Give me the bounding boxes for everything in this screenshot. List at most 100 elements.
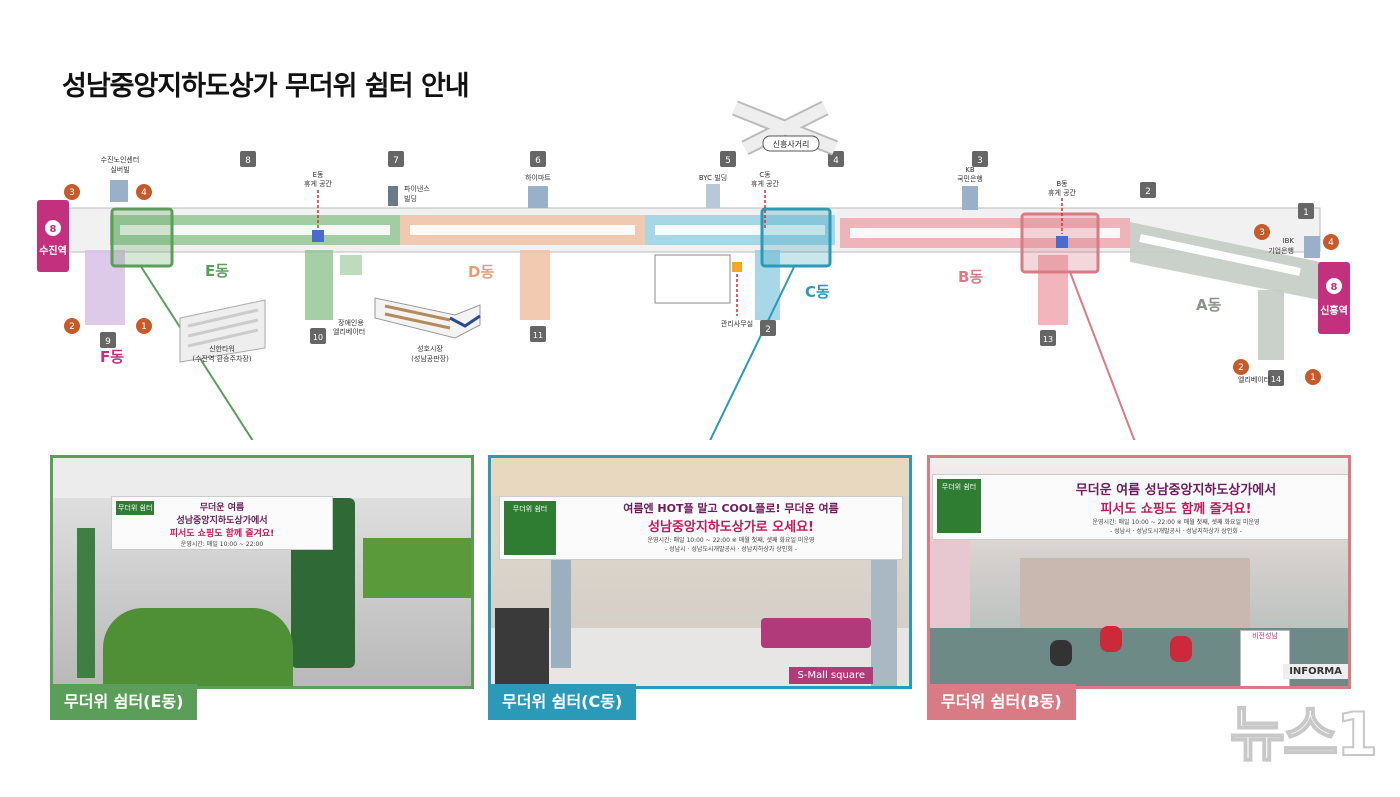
entrance-1-right: 1 xyxy=(1305,369,1321,385)
shelter-banner-e: 무더위 쉼터 무더운 여름 성남중앙지하도상가에서 피서도 쇼핑도 함께 즐겨요… xyxy=(111,496,333,550)
rest-marker-b: B동 휴게 공간 xyxy=(1048,180,1077,248)
svg-text:8: 8 xyxy=(245,156,251,166)
cooling-center-mark: 무더위 쉼터 xyxy=(116,501,155,515)
landmark-crossroad: 신흥사거리 xyxy=(732,100,838,156)
svg-text:4: 4 xyxy=(833,156,839,166)
banner-e-line1: 무더운 여름 xyxy=(199,503,245,513)
elevator-marker-e: 장애인용 엘리베이터 xyxy=(333,318,365,336)
zone-c-shops[interactable] xyxy=(645,215,835,320)
exit-1: 1 xyxy=(1298,203,1314,219)
landmark-sinhan-tower: 신한타워 (수진역 환승주차장) xyxy=(179,299,266,363)
zone-label-a: A동 xyxy=(1196,296,1222,314)
svg-text:관리사무실: 관리사무실 xyxy=(721,319,753,328)
highlight-shelter-c xyxy=(760,207,832,268)
zone-d-shops[interactable] xyxy=(400,215,645,320)
svg-text:4: 4 xyxy=(141,188,147,198)
entrance-markers: 3 4 2 1 3 4 2 1 xyxy=(64,184,1339,385)
zone-label-e: E동 xyxy=(205,262,229,280)
svg-text:6: 6 xyxy=(535,156,541,166)
svg-text:(성남공판장): (성남공판장) xyxy=(411,354,449,363)
svg-text:KB: KB xyxy=(965,166,975,174)
shop-front xyxy=(1020,558,1250,628)
small-square-sign: S-Mall square xyxy=(789,667,873,684)
station-sujin-line: 8 xyxy=(50,224,57,235)
svg-text:실버빌: 실버빌 xyxy=(110,165,129,174)
pillar-left xyxy=(551,558,571,668)
banner-c-line1: 여름엔 HOT플 말고 COOL플로! 무더운 여름 xyxy=(623,502,839,515)
svg-text:3: 3 xyxy=(977,156,983,166)
landmark-kb: KB 국민은행 xyxy=(957,166,983,210)
banner-e-hours: 운영시간: 매일 10:00 ~ 22:00 xyxy=(180,541,264,548)
svg-text:E동: E동 xyxy=(313,171,324,179)
station-sinheung-name: 신흥역 xyxy=(1320,304,1348,317)
stool-1 xyxy=(1100,626,1122,652)
svg-text:휴게 공간: 휴게 공간 xyxy=(751,179,780,188)
svg-text:하이마트: 하이마트 xyxy=(525,173,551,182)
svg-text:7: 7 xyxy=(393,156,399,166)
svg-text:13: 13 xyxy=(1043,335,1053,344)
exit-7: 7 xyxy=(388,151,404,167)
stool-2 xyxy=(1170,636,1192,662)
info-kiosk: 비전성남 xyxy=(1240,630,1290,686)
shelter-photo-b[interactable]: 무더위 쉼터 무더운 여름 성남중앙지하도상가에서 피서도 쇼핑도 함께 즐겨요… xyxy=(927,455,1351,689)
news1-watermark: 뉴스1 xyxy=(1229,699,1379,771)
shelter-photo-c[interactable]: 무더위 쉼터 여름엔 HOT플 말고 COOL플로! 무더운 여름 성남중앙지하… xyxy=(488,455,912,689)
shelter-banner-c: 무더위 쉼터 여름엔 HOT플 말고 COOL플로! 무더운 여름 성남중앙지하… xyxy=(499,496,903,560)
svg-text:국민은행: 국민은행 xyxy=(957,174,983,183)
zone-f-shops[interactable] xyxy=(85,250,125,325)
svg-text:2: 2 xyxy=(1145,187,1151,197)
svg-text:11: 11 xyxy=(533,331,543,340)
svg-text:10: 10 xyxy=(313,333,323,342)
svg-text:3: 3 xyxy=(1259,228,1265,238)
landmark-sujin-center: 수진노인센터 실버빌 xyxy=(101,155,139,202)
shelter-caption-b: 무더위 쉼터(B동) xyxy=(927,684,1076,720)
svg-text:14: 14 xyxy=(1271,375,1281,384)
zone-label-d: D동 xyxy=(468,263,494,281)
admin-office-marker: 관리사무실 xyxy=(721,262,753,328)
information-sign: INFORMA xyxy=(1283,664,1348,679)
svg-text:C동: C동 xyxy=(759,171,771,179)
landmark-byc: BYC 빌딩 xyxy=(699,173,727,208)
zone-b-shops[interactable] xyxy=(840,218,1130,325)
svg-text:성호시장: 성호시장 xyxy=(417,344,443,353)
svg-text:4: 4 xyxy=(1328,238,1334,248)
ceiling-lights xyxy=(53,458,471,498)
svg-text:엘리베이터: 엘리베이터 xyxy=(333,327,365,336)
exit-9: 9 xyxy=(100,332,116,348)
svg-text:5: 5 xyxy=(725,156,731,166)
banner-b-line2: 피서도 쇼핑도 함께 즐겨요! xyxy=(1100,502,1252,517)
zone-a-shops[interactable] xyxy=(1130,222,1320,360)
rest-marker-c: C동 휴게 공간 xyxy=(751,171,780,230)
clothes-rack xyxy=(495,608,549,686)
exit-14: 14 xyxy=(1268,370,1284,386)
station-sujin-name: 수진역 xyxy=(39,244,67,257)
ceiling xyxy=(491,458,909,496)
svg-text:장애인용: 장애인용 xyxy=(338,318,364,327)
station-sinheung[interactable]: 8 신흥역 xyxy=(1318,262,1350,334)
exit-6: 6 xyxy=(530,151,546,167)
svg-text:빌딩: 빌딩 xyxy=(404,194,417,203)
landmark-market: 성호시장 (성남공판장) xyxy=(374,297,481,363)
svg-text:엘리베이터: 엘리베이터 xyxy=(1238,375,1270,384)
page-title: 성남중앙지하도상가 무더위 쉼터 안내 xyxy=(62,71,470,102)
entrance-2-left: 2 xyxy=(64,318,80,334)
zone-e-shops[interactable] xyxy=(110,215,400,320)
svg-text:파이낸스: 파이낸스 xyxy=(404,184,430,193)
shelter-caption-e: 무더위 쉼터(E동) xyxy=(50,684,198,720)
connector-c xyxy=(709,264,796,440)
zone-label-b: B동 xyxy=(958,268,983,286)
banner-b-line1: 무더운 여름 성남중앙지하도상가에서 xyxy=(1075,483,1277,498)
svg-text:2: 2 xyxy=(1238,363,1244,373)
svg-text:기업은행: 기업은행 xyxy=(1268,246,1294,255)
banner-c-line2: 성남중앙지하도상가로 오세요! xyxy=(648,520,814,535)
shelter-photo-e[interactable]: 무더위 쉼터 무더운 여름 성남중앙지하도상가에서 피서도 쇼핑도 함께 즐겨요… xyxy=(50,455,474,689)
svg-text:(수진역 환승주차장): (수진역 환승주차장) xyxy=(192,354,251,363)
cooling-center-mark: 무더위 쉼터 xyxy=(937,479,981,533)
station-sujin[interactable]: 8 수진역 xyxy=(37,200,69,272)
pillar-right xyxy=(871,558,897,686)
mall-map: 8 수진역 8 신흥역 E동 D동 C동 B동 A동 F동 8 7 6 5 4 … xyxy=(37,100,1350,440)
svg-text:3: 3 xyxy=(69,188,75,198)
svg-text:B동: B동 xyxy=(1056,180,1068,188)
svg-text:신한타워: 신한타워 xyxy=(209,344,235,353)
entrance-4-left: 4 xyxy=(136,184,152,200)
